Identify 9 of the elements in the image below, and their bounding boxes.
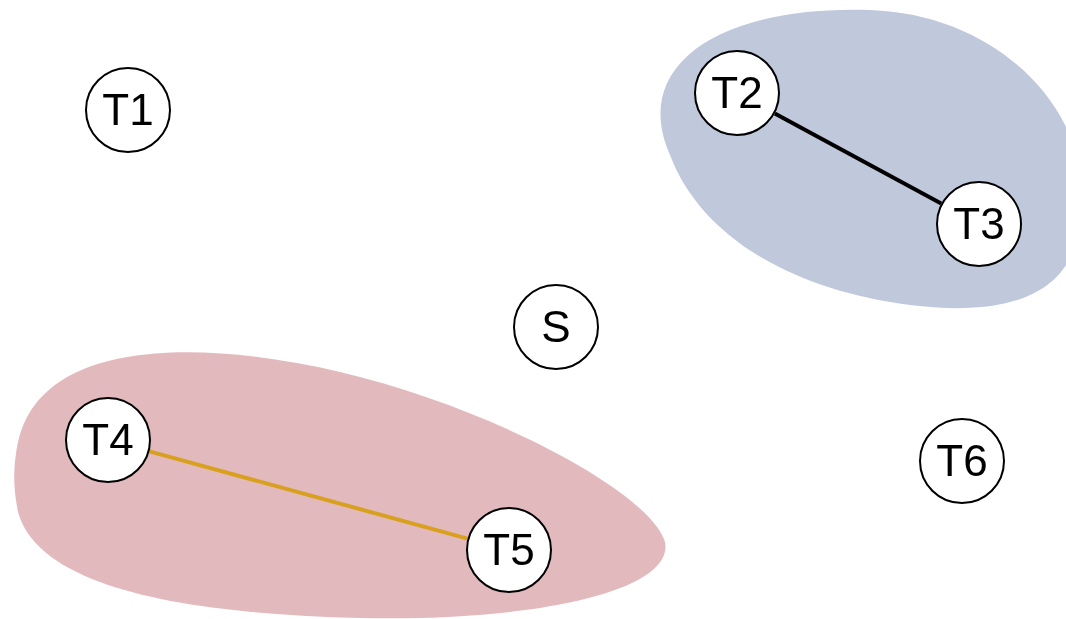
node-label: T5 [483,528,535,572]
node-label: T4 [82,418,134,462]
node-label: T6 [936,439,988,483]
node-label: T2 [711,71,763,115]
node-label: T1 [102,88,154,132]
node-label: T3 [953,202,1005,246]
node-label: S [541,305,571,349]
connector-line [148,449,469,541]
connector-line [773,111,943,206]
